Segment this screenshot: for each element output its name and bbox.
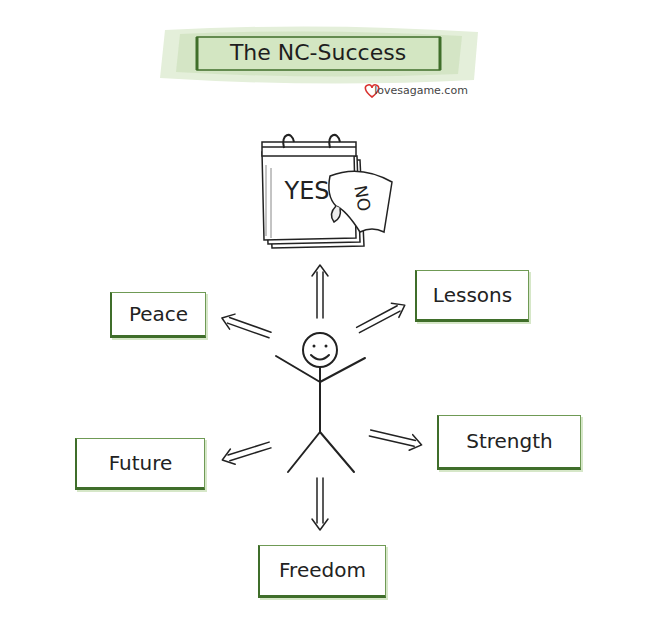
arrows [219, 265, 423, 530]
illustration-stroke [329, 135, 340, 148]
illustration-stroke [220, 449, 235, 468]
keyword-text: Lessons [433, 283, 512, 307]
keyword-text: Freedom [279, 558, 366, 582]
illustration-stroke [312, 265, 328, 276]
illustration-stroke [329, 171, 392, 232]
keyword-box: Strength [437, 415, 581, 470]
illustration-stroke [228, 442, 269, 455]
illustration-stroke [196, 37, 199, 70]
illustration-stroke [371, 430, 416, 440]
illustration-stroke [266, 165, 267, 236]
illustration-stroke [322, 272, 324, 318]
title-banner [160, 26, 478, 83]
illustration-stroke [325, 345, 328, 348]
illustration-stroke [354, 298, 408, 337]
stick-figure [276, 333, 365, 472]
illustration-stroke [230, 317, 271, 332]
illustration-stroke [316, 478, 318, 523]
keyword-text: Strength [466, 429, 553, 453]
keyword-box: Lessons [415, 270, 529, 322]
illustration-stroke [409, 435, 423, 453]
illustration-stroke [312, 519, 328, 530]
keyword-text: Future [109, 451, 173, 475]
illustration-stroke [439, 37, 442, 70]
illustration-stroke [368, 425, 423, 453]
illustration-stroke [271, 168, 272, 238]
calendar-illustration [262, 135, 392, 248]
illustration-stroke [313, 345, 316, 348]
illustration-stroke [316, 272, 318, 318]
illustration-stroke [220, 437, 272, 467]
title-text: The NC-Success [230, 40, 406, 66]
calendar-page-word: NO [351, 184, 374, 213]
keyword-text: Peace [129, 302, 188, 326]
illustration-stroke [319, 367, 321, 432]
illustration-stroke [359, 311, 400, 333]
illustration-stroke [197, 37, 440, 70]
illustration-stroke [262, 142, 356, 156]
illustration-stroke [391, 298, 408, 317]
illustration-stroke [320, 432, 354, 472]
illustration-stroke [262, 146, 356, 148]
illustration-stroke [331, 206, 340, 222]
website-credit: lovesagame.com [374, 85, 468, 97]
illustration-stroke [219, 310, 272, 342]
illustration-stroke [230, 448, 271, 461]
illustration-stroke [369, 436, 414, 446]
illustration-stroke [322, 478, 324, 523]
keyword-box: Peace [110, 292, 206, 338]
illustration-stroke [320, 358, 365, 382]
illustration-stroke [219, 310, 235, 329]
illustration-stroke [160, 26, 478, 83]
illustration-stroke [312, 478, 328, 530]
illustration-stroke [311, 355, 329, 360]
illustration-stroke [176, 31, 462, 76]
illustration-stroke [303, 333, 337, 367]
illustration-stroke [283, 135, 294, 148]
calendar-word: YES [284, 178, 329, 204]
keyword-box: Freedom [258, 545, 386, 598]
keyword-box: Future [75, 438, 205, 490]
illustration-stroke [228, 323, 269, 338]
illustration-stroke [312, 265, 328, 318]
illustration-stroke [276, 356, 320, 382]
illustration-stroke [288, 432, 320, 472]
